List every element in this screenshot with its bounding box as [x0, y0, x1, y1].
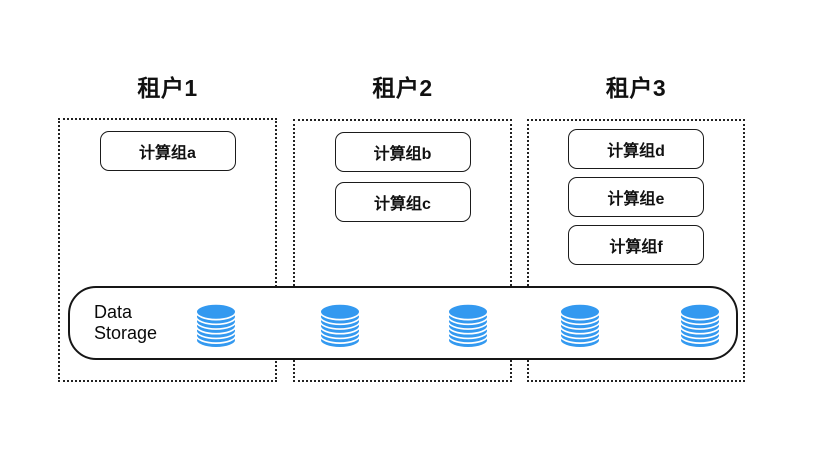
database-cylinder-icon: [194, 302, 238, 349]
compute-group-a-box: 计算组a: [99, 131, 236, 171]
database-cylinder-icon: [678, 302, 722, 349]
database-cylinder-icon: [558, 302, 602, 349]
compute-group-e-label: 计算组e: [607, 191, 665, 208]
data-storage-label-line2: Storage: [94, 323, 158, 343]
data-storage-bar: Data Storage: [68, 286, 738, 360]
tenant-1-box: 计算组a: [58, 118, 277, 382]
data-storage-label-line1: Data: [94, 302, 133, 322]
compute-group-b-label: 计算组b: [373, 146, 432, 163]
compute-group-f-label: 计算组f: [609, 239, 663, 256]
compute-group-d-box: 计算组d: [568, 129, 704, 169]
database-cylinder-icon: [446, 302, 490, 349]
compute-group-c-box: 计算组c: [334, 182, 471, 222]
tenant-2-box: 计算组b 计算组c: [293, 119, 512, 382]
compute-group-d-label: 计算组d: [607, 143, 665, 160]
tenant-1-title: 租户1: [137, 75, 198, 101]
compute-group-a-label: 计算组a: [139, 145, 196, 162]
tenant-3-title: 租户3: [605, 75, 667, 101]
compute-group-b-box: 计算组b: [334, 132, 471, 172]
data-storage-label: Data Storage: [94, 302, 157, 344]
tenant-3-box: 计算组d 计算组e 计算组f: [527, 119, 745, 382]
compute-group-e-box: 计算组e: [568, 177, 704, 217]
tenant-2-title: 租户2: [372, 75, 433, 101]
compute-group-f-box: 计算组f: [568, 225, 704, 265]
compute-group-c-label: 计算组c: [374, 196, 431, 213]
database-cylinder-icon: [318, 302, 362, 349]
